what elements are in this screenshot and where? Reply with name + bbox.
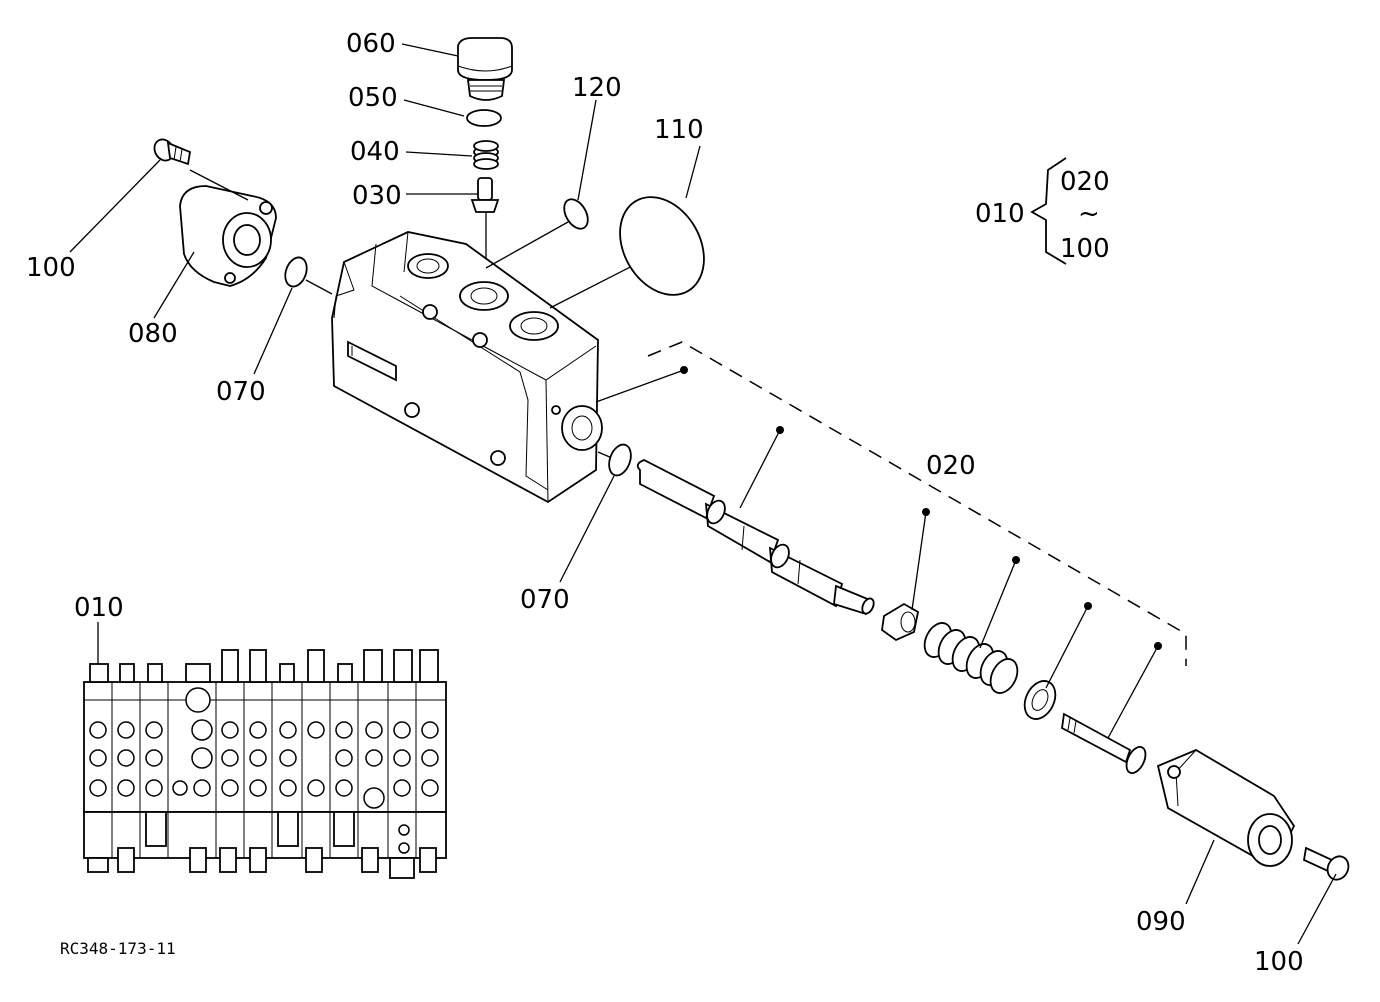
- callout-070-right: 070: [520, 585, 570, 615]
- poppet-030: [470, 177, 500, 213]
- callout-070-left: 070: [216, 377, 266, 407]
- cover-080: [179, 185, 277, 287]
- o-ring-070-right: [608, 443, 632, 477]
- o-ring-070-left: [284, 256, 308, 288]
- o-ring-050: [466, 109, 502, 127]
- o-ring-110: [619, 196, 705, 296]
- cap-090: [1156, 748, 1296, 867]
- retainer: [881, 602, 920, 642]
- callout-060: 060: [346, 29, 396, 59]
- callout-110: 110: [654, 115, 704, 145]
- spring: [923, 622, 1019, 694]
- valve-stack-overview: [83, 649, 447, 879]
- callout-120: 120: [572, 73, 622, 103]
- bracket-from-label: 020: [1060, 167, 1110, 197]
- o-ring-120: [563, 198, 589, 230]
- callout-100-left: 100: [26, 253, 76, 283]
- callout-080: 080: [128, 319, 178, 349]
- bolt-100-left: [153, 138, 192, 166]
- bolt-100-right: [1302, 846, 1350, 881]
- drawing-code: RC348-173-11: [60, 939, 176, 958]
- bracket-tilde: ~: [1078, 199, 1100, 229]
- curly-brace: [1030, 157, 1067, 265]
- callout-090: 090: [1136, 907, 1186, 937]
- callout-050: 050: [348, 83, 398, 113]
- valve-body: [331, 231, 603, 504]
- spool: [636, 459, 875, 616]
- callout-020: 020: [926, 451, 976, 481]
- plug-060: [457, 37, 513, 101]
- stop-bolt: [1061, 712, 1147, 774]
- assembly-dashed-bracket: [647, 341, 1187, 666]
- callout-040: 040: [350, 137, 400, 167]
- callout-100-right: 100: [1254, 947, 1304, 977]
- set-bracket: 010 020 ~ 100: [975, 157, 1110, 265]
- spring-040: [473, 140, 499, 170]
- bracket-to-label: 100: [1060, 234, 1110, 264]
- callout-010: 010: [74, 593, 124, 623]
- spring-seat: [1023, 680, 1057, 720]
- bracket-parent-label: 010: [975, 199, 1025, 229]
- callout-030: 030: [352, 181, 402, 211]
